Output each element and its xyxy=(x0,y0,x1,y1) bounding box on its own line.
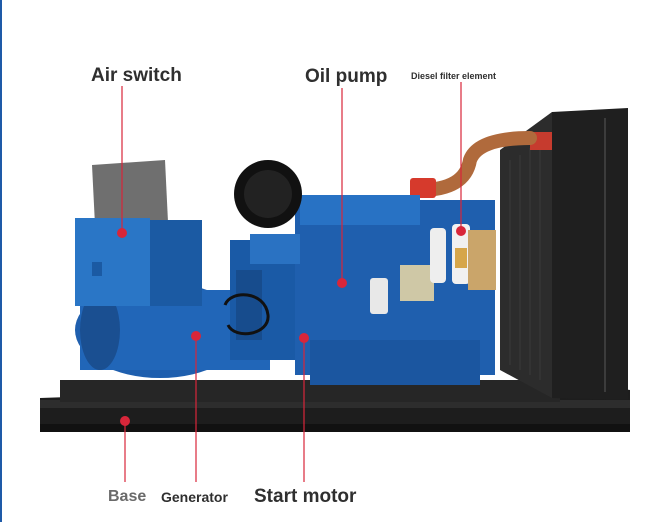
label-generator: Generator xyxy=(161,489,228,505)
start-motor-marker xyxy=(299,333,309,343)
air-switch-marker xyxy=(117,228,127,238)
label-start-motor: Start motor xyxy=(254,486,357,507)
left-edge-strip xyxy=(0,0,2,522)
base-frame xyxy=(40,380,630,432)
radiator xyxy=(500,108,628,400)
label-air-switch: Air switch xyxy=(91,65,182,86)
oil-pump-marker xyxy=(337,278,347,288)
generator-marker xyxy=(191,331,201,341)
base-marker xyxy=(120,416,130,426)
diesel-filter-marker xyxy=(456,226,466,236)
callout-dots xyxy=(117,226,466,426)
label-diesel-filter: Diesel filter element xyxy=(411,71,497,81)
label-oil-pump: Oil pump xyxy=(305,66,388,87)
callout-lines xyxy=(121,82,462,482)
label-base: Base xyxy=(108,488,147,505)
air-switch-box xyxy=(75,160,202,306)
